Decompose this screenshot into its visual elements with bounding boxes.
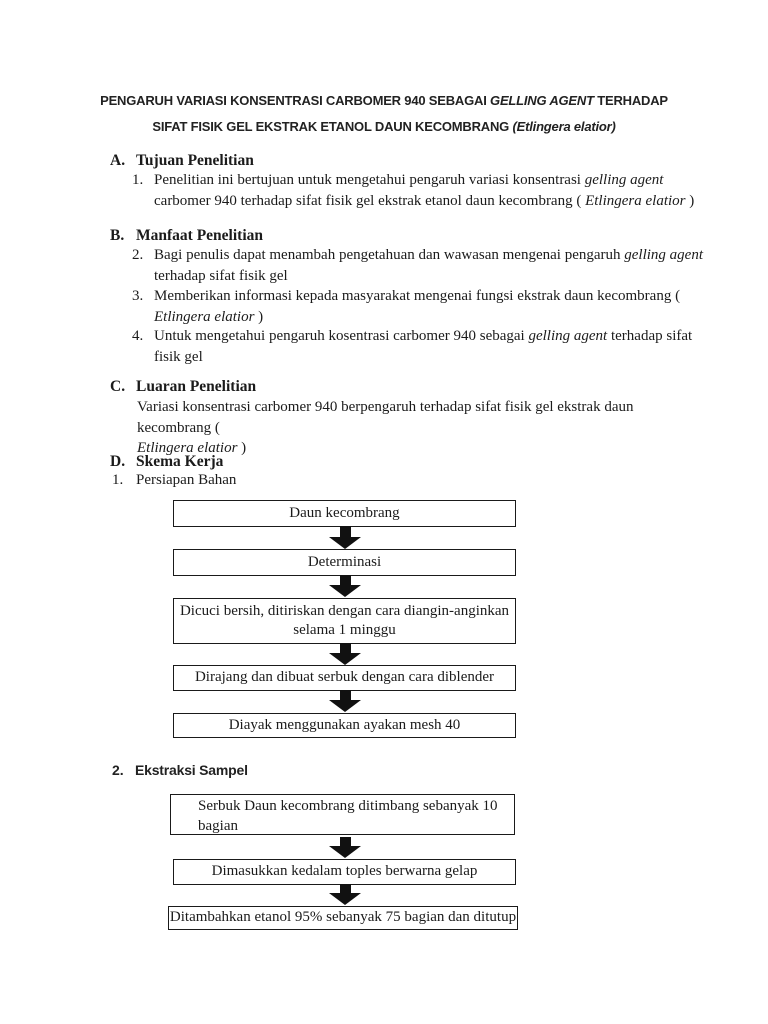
flow-box-text: Diayak menggunakan ayakan mesh 40 — [228, 716, 461, 733]
item-number: 2. — [132, 247, 144, 263]
arrow-head — [329, 893, 361, 905]
item-text: Memberikan informasi kepada masyarakat m… — [154, 288, 681, 325]
subsection-label: Ekstraksi Sampel — [135, 762, 248, 778]
flow-box-text: Dirajang dan dibuat serbuk dengan cara d… — [194, 669, 495, 686]
subsection-label: Persiapan Bahan — [136, 472, 237, 488]
item-number: 4. — [132, 328, 144, 344]
item-number: 3. — [132, 288, 144, 304]
flow-box-text: Daun kecombrang — [289, 504, 400, 521]
arrow-shaft — [339, 884, 351, 893]
section-heading-text: Tujuan Penelitian — [136, 152, 254, 169]
arrow-shaft — [339, 690, 351, 700]
section-heading-text: Manfaat Penelitian — [136, 227, 263, 244]
item-number: 1. — [132, 172, 144, 188]
item-number: 2. — [112, 762, 124, 778]
item-text: Untuk mengetahui pengaruh kosentrasi car… — [154, 328, 693, 365]
arrow-shaft — [339, 837, 351, 846]
flow-box-text: Ditambahkan etanol 95% sebanyak 75 bagia… — [169, 909, 517, 926]
section-heading-text: Luaran Penelitian — [136, 378, 257, 395]
flow-box-dirajang: Dirajang dan dibuat serbuk dengan cara d… — [173, 665, 516, 691]
flow-box-daun-kecombrang: Daun kecombrang — [173, 500, 516, 527]
item-text: Bagi penulis dapat menambah pengetahuan … — [154, 247, 704, 284]
arrow-head — [329, 846, 361, 858]
flow-box-ditambahkan-etanol: Ditambahkan etanol 95% sebanyak 75 bagia… — [168, 906, 518, 930]
flow-arrow-icon — [329, 526, 361, 549]
flow-arrow-icon — [329, 837, 361, 858]
flow-arrow-icon — [329, 690, 361, 712]
arrow-head — [329, 700, 361, 712]
item-text: Penelitian ini bertujuan untuk mengetahu… — [154, 172, 695, 209]
flow-arrow-icon — [329, 643, 361, 665]
arrow-shaft — [339, 643, 351, 653]
flow-box-diayak: Diayak menggunakan ayakan mesh 40 — [173, 713, 516, 738]
flow-arrow-icon — [329, 884, 361, 905]
arrow-shaft — [339, 526, 351, 537]
flow-box-text: Determinasi — [307, 553, 382, 570]
item-number: 1. — [112, 472, 124, 488]
section-heading-text: Skema Kerja — [136, 453, 224, 470]
flow-arrow-icon — [329, 575, 361, 597]
document-title: PENGARUH VARIASI KONSENTRASI CARBOMER 94… — [100, 93, 668, 134]
flow-box-text: Dimasukkan kedalam toples berwarna gelap — [211, 863, 478, 880]
section-letter: A. — [110, 152, 126, 169]
flow-box-text: Dicuci bersih, ditiriskan dengan cara di… — [179, 602, 510, 639]
flow-box-dimasukkan-toples: Dimasukkan kedalam toples berwarna gelap — [173, 859, 516, 885]
flow-box-determinasi: Determinasi — [173, 549, 516, 576]
arrow-head — [329, 653, 361, 665]
section-letter: D. — [110, 453, 126, 470]
arrow-head — [329, 585, 361, 597]
arrow-head — [329, 537, 361, 549]
flow-box-dicuci-bersih: Dicuci bersih, ditiriskan dengan cara di… — [173, 598, 516, 644]
section-letter: B. — [110, 227, 125, 244]
section-letter: C. — [110, 378, 126, 395]
arrow-shaft — [339, 575, 351, 585]
flow-box-serbuk-ditimbang: Serbuk Daun kecombrang ditimbang sebanya… — [170, 794, 515, 835]
flow-box-text: Serbuk Daun kecombrang ditimbang sebanya… — [198, 798, 498, 834]
section-body-luaran: Variasi konsentrasi carbomer 940 berpeng… — [137, 399, 634, 456]
